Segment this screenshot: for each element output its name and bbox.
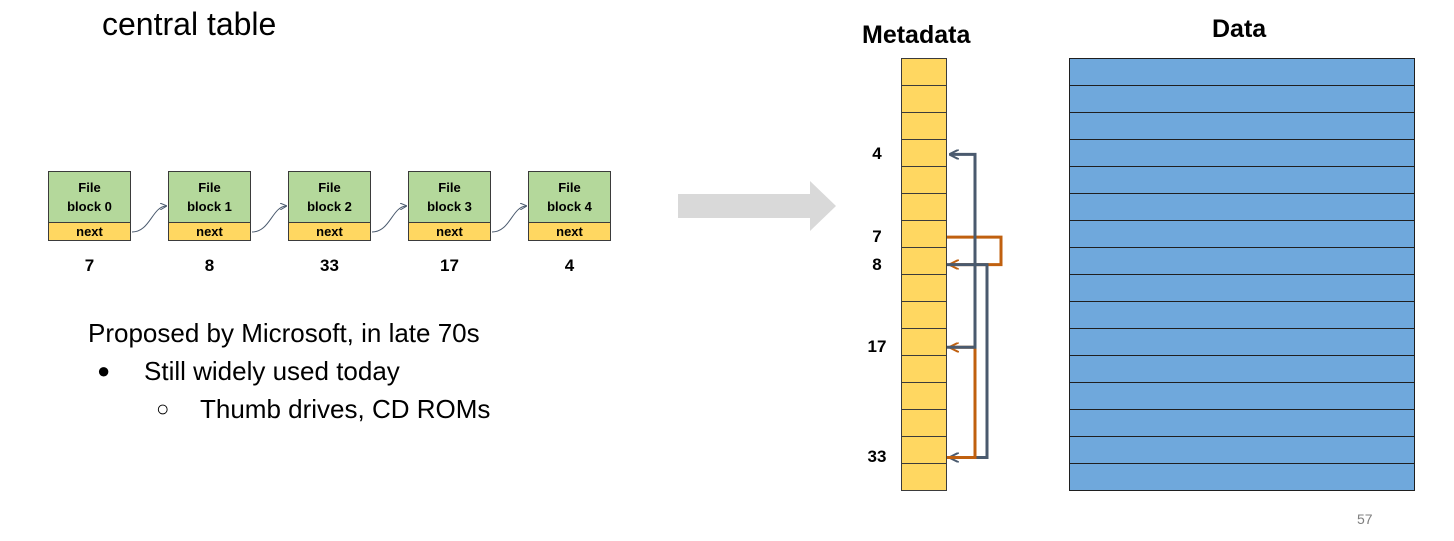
metadata-row [901, 464, 947, 491]
file-block-label-line1: File [558, 180, 581, 195]
block-number-1: 8 [204, 256, 215, 275]
metadata-row [901, 302, 947, 329]
data-row [1069, 464, 1415, 491]
next-pointer-field: next [288, 222, 371, 241]
data-row [1069, 248, 1415, 275]
data-row [1069, 86, 1415, 113]
data-table [1069, 58, 1415, 499]
block-number-0: 7 [84, 256, 95, 275]
chain-link-arrow-0 [131, 206, 166, 233]
file-block-body: File block 1 [168, 171, 251, 223]
file-block-label-line1: File [198, 180, 221, 195]
metadata-row [901, 58, 947, 86]
data-row [1069, 437, 1415, 464]
block-number-3: 17 [440, 256, 459, 275]
bullet-subsub-text: Thumb drives, CD ROMs [200, 394, 491, 424]
next-pointer-field: next [528, 222, 611, 241]
metadata-row-label: 17 [867, 337, 887, 357]
metadata-row [901, 221, 947, 248]
fat-link-arrow [947, 347, 977, 459]
metadata-row [901, 86, 947, 113]
file-block-body: File block 0 [48, 171, 131, 223]
file-block-1: File block 1 next [168, 171, 251, 241]
chain-link-arrow-1 [251, 206, 286, 233]
metadata-row-label: 8 [872, 254, 882, 274]
file-block-label-line1: File [318, 180, 341, 195]
metadata-row [901, 329, 947, 356]
data-row [1069, 140, 1415, 167]
bullet-marker: ○ [156, 396, 170, 421]
data-row [1069, 329, 1415, 356]
file-block-3: File block 3 next [408, 171, 491, 241]
bullet-sub-text: Still widely used today [144, 356, 400, 386]
next-pointer-field: next [168, 222, 251, 241]
metadata-row [901, 140, 947, 167]
metadata-row [901, 383, 947, 410]
data-row [1069, 302, 1415, 329]
data-row [1069, 275, 1415, 302]
data-row [1069, 58, 1415, 86]
bullet-main: Proposed by Microsoft, in late 70s [88, 318, 480, 348]
bullet-subsub: ○ Thumb drives, CD ROMs [88, 390, 490, 428]
fat-link-arrow [947, 154, 977, 349]
data-row [1069, 383, 1415, 410]
chain-link-arrow-2 [371, 206, 406, 233]
metadata-title: Metadata [862, 21, 971, 49]
data-row [1069, 221, 1415, 248]
file-block-label-line2: block 0 [67, 199, 112, 214]
file-block-label-line2: block 3 [427, 199, 472, 214]
metadata-row [901, 113, 947, 140]
file-block-body: File block 2 [288, 171, 371, 223]
bullet-marker: ● [97, 358, 111, 383]
file-block-2: File block 2 next [288, 171, 371, 241]
data-row [1069, 410, 1415, 437]
next-pointer-field: next [48, 222, 131, 241]
metadata-row [901, 437, 947, 464]
metadata-row [901, 410, 947, 437]
metadata-row-label: 4 [872, 144, 882, 164]
slide-title: central table [102, 6, 277, 42]
block-number-4: 4 [564, 256, 575, 275]
data-row [1069, 113, 1415, 140]
bullet-sub: ● Still widely used today [88, 352, 490, 390]
transition-arrow [678, 181, 836, 231]
metadata-row-label: 33 [867, 447, 887, 467]
metadata-row [901, 194, 947, 221]
file-block-0: File block 0 next [48, 171, 131, 241]
metadata-row [901, 275, 947, 302]
fat-link-arrow [947, 235, 1003, 265]
data-title: Data [1212, 15, 1267, 43]
block-number-2: 33 [320, 256, 339, 275]
metadata-row [901, 356, 947, 383]
metadata-table [901, 58, 947, 499]
metadata-row [901, 167, 947, 194]
file-block-body: File block 3 [408, 171, 491, 223]
file-block-label-line1: File [78, 180, 101, 195]
data-row [1069, 356, 1415, 383]
file-block-label-line2: block 2 [307, 199, 352, 214]
data-row [1069, 194, 1415, 221]
metadata-row-label: 7 [872, 227, 882, 247]
linked-list-diagram: File block 0 next File block 1 next File… [0, 0, 680, 300]
chain-link-arrow-3 [491, 206, 526, 233]
metadata-row [901, 248, 947, 275]
chain-links [131, 0, 680, 233]
file-block-label-line2: block 1 [187, 199, 232, 214]
file-block-label-line1: File [438, 180, 461, 195]
bullet-list: Proposed by Microsoft, in late 70s ● Sti… [88, 314, 490, 428]
file-block-label-line2: block 4 [547, 199, 592, 214]
fat-link-arrow [947, 263, 989, 458]
page-number: 57 [1357, 511, 1373, 527]
data-row [1069, 167, 1415, 194]
next-pointer-field: next [408, 222, 491, 241]
file-block-4: File block 4 next [528, 171, 611, 241]
